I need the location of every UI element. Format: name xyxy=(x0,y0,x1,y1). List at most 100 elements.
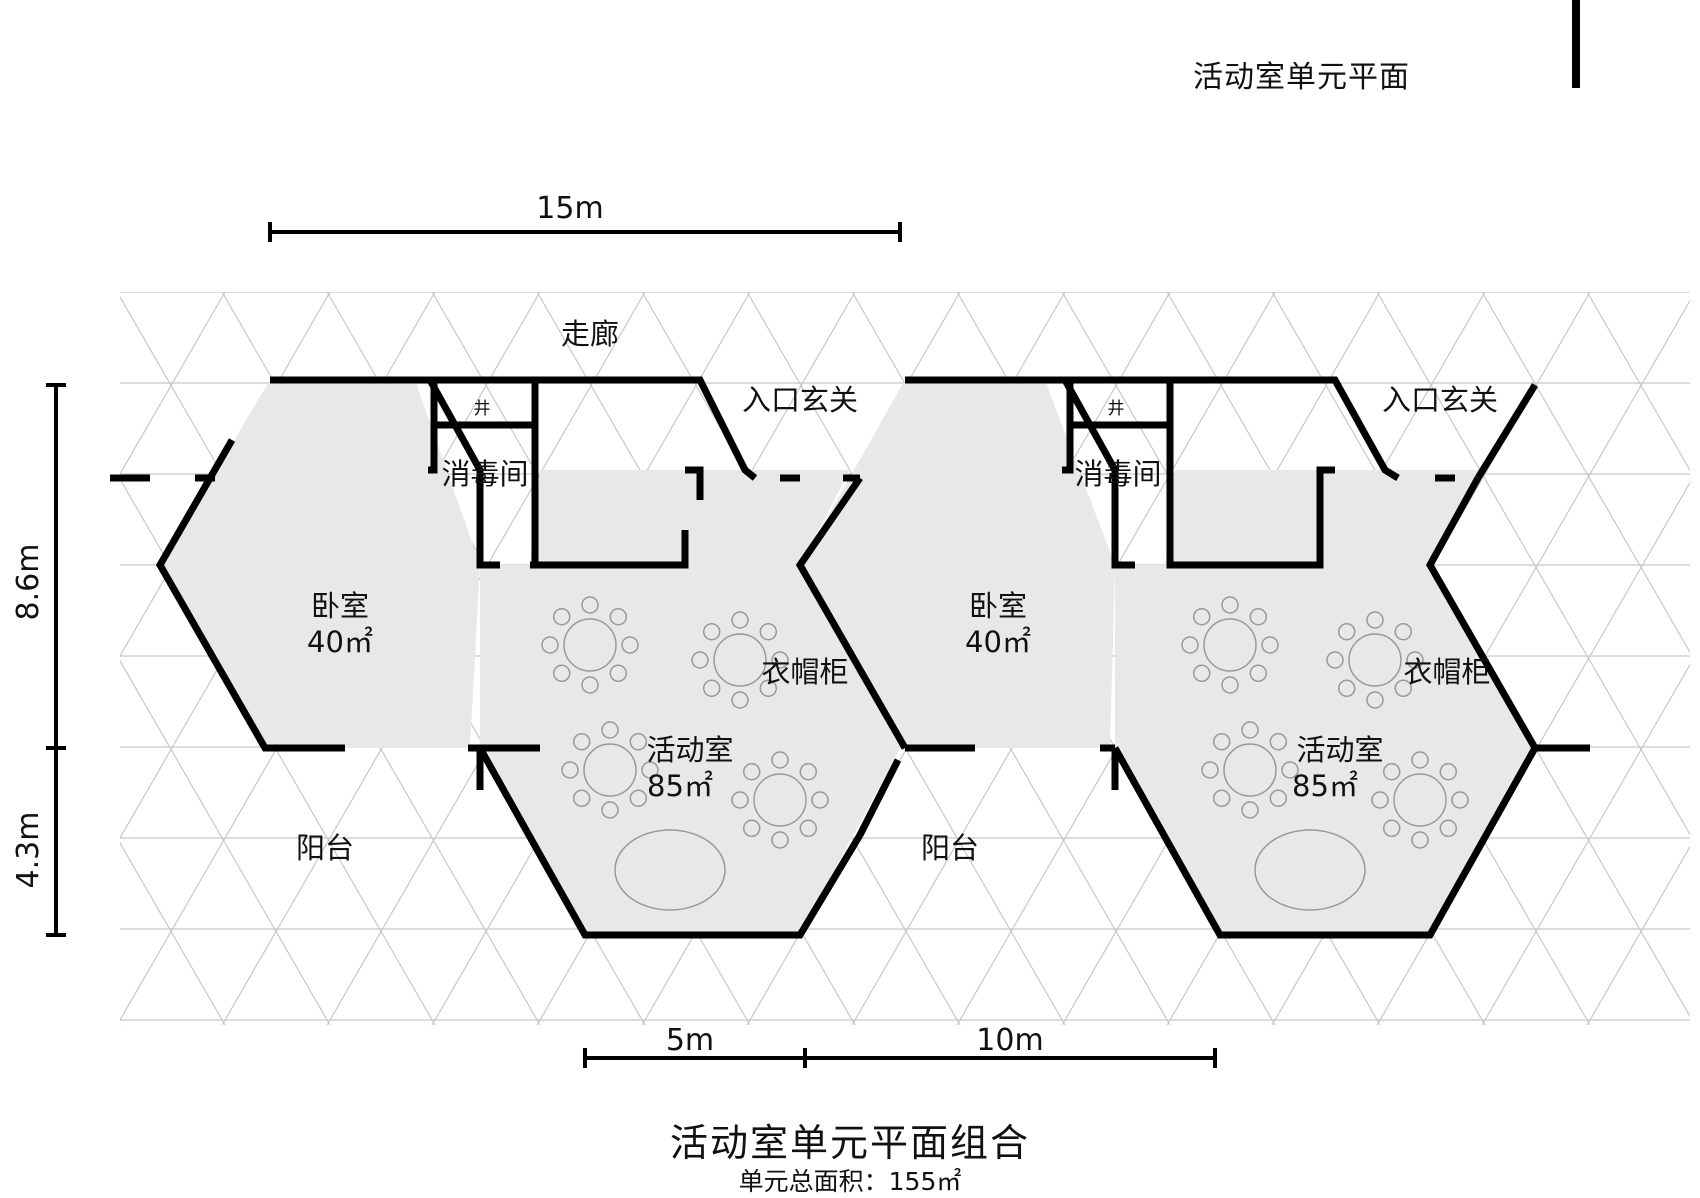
chair xyxy=(1439,819,1458,838)
chair xyxy=(1241,801,1259,819)
dim-top: 15m xyxy=(536,191,603,226)
disinfection-label-2: 消毒间 xyxy=(1074,457,1161,491)
chair xyxy=(601,801,619,819)
furniture xyxy=(541,596,1469,911)
dim-bottom-right: 10m xyxy=(976,1023,1043,1058)
activity-label-2: 活动室 xyxy=(1296,733,1383,767)
chair xyxy=(759,622,778,641)
activity-floor-1 xyxy=(480,470,900,935)
chair xyxy=(552,607,571,626)
chair xyxy=(1394,622,1413,641)
wardrobe-label-2: 衣帽柜 xyxy=(1403,655,1490,689)
chair xyxy=(1366,691,1384,709)
chair xyxy=(1269,732,1288,751)
disinfection-label-1: 消毒间 xyxy=(441,457,528,491)
header-title: 活动室单元平面 xyxy=(1193,60,1410,95)
well-label-2: 井 xyxy=(1108,399,1125,419)
chair xyxy=(771,831,789,849)
round-table xyxy=(583,743,637,797)
bedroom-label-2: 卧室 xyxy=(969,589,1027,623)
oval-table xyxy=(614,829,726,911)
chair xyxy=(1269,789,1288,808)
grid-line xyxy=(120,292,121,294)
well-label-1: 井 xyxy=(474,399,491,419)
chair xyxy=(561,761,579,779)
activity-floor-2 xyxy=(1115,470,1535,935)
chair xyxy=(1181,636,1199,654)
chair xyxy=(609,664,628,683)
chair xyxy=(702,679,721,698)
chair xyxy=(811,791,829,809)
chair xyxy=(799,762,818,781)
grid-line xyxy=(1692,292,1700,1025)
chair xyxy=(1192,607,1211,626)
round-table xyxy=(753,773,807,827)
grid-line xyxy=(1692,292,1700,1025)
dim-left-lower: 4.3m xyxy=(11,812,46,889)
chair xyxy=(1212,789,1231,808)
chair xyxy=(1366,611,1384,629)
chair xyxy=(609,607,628,626)
grid-line xyxy=(1376,292,1690,836)
chair xyxy=(1201,761,1219,779)
dim-bottom-left: 5m xyxy=(666,1023,714,1058)
chair xyxy=(629,789,648,808)
chair xyxy=(1249,607,1268,626)
grid-line xyxy=(1481,292,1690,654)
balcony-label-2: 阳台 xyxy=(921,831,979,865)
bedroom-area-1: 40㎡ xyxy=(307,625,373,659)
grid-line xyxy=(1586,292,1690,472)
grid-line xyxy=(1586,845,1690,1025)
chair xyxy=(1192,664,1211,683)
corridor-label: 走廊 xyxy=(561,317,619,351)
chair xyxy=(1371,791,1389,809)
chair xyxy=(1411,831,1429,849)
grid-line xyxy=(120,292,226,476)
activity-area-2: 85㎡ xyxy=(1292,769,1358,803)
chair xyxy=(771,651,789,669)
chair xyxy=(1439,762,1458,781)
activity-label-1: 活动室 xyxy=(646,733,733,767)
chair xyxy=(629,732,648,751)
round-table xyxy=(1203,618,1257,672)
chair xyxy=(1337,622,1356,641)
oval-table xyxy=(1254,829,1366,911)
chair xyxy=(771,751,789,769)
chair xyxy=(742,762,761,781)
chair xyxy=(731,791,749,809)
chair xyxy=(1212,732,1231,751)
chair xyxy=(1221,676,1239,694)
chair xyxy=(1394,679,1413,698)
chair xyxy=(1382,762,1401,781)
chair xyxy=(1241,721,1259,739)
chair xyxy=(731,611,749,629)
chair xyxy=(1326,651,1344,669)
activity-area-1: 85㎡ xyxy=(647,769,713,803)
chair xyxy=(641,761,659,779)
round-table xyxy=(1348,633,1402,687)
walls-unit-2 xyxy=(905,376,1590,939)
round-table xyxy=(1223,743,1277,797)
chair xyxy=(1337,679,1356,698)
bedroom-label-1: 卧室 xyxy=(311,589,369,623)
floor-fills xyxy=(160,380,1535,935)
chair xyxy=(1281,761,1299,779)
bedroom-area-2: 40㎡ xyxy=(965,625,1031,659)
bedroom-floor-1 xyxy=(160,380,480,748)
chair xyxy=(1261,636,1279,654)
grid-line xyxy=(120,659,331,1025)
caption-subtitle: 单元总面积：155㎡ xyxy=(738,1167,962,1196)
entry-label-1: 入口玄关 xyxy=(742,383,858,417)
grid-line xyxy=(120,1023,121,1025)
chair xyxy=(1249,664,1268,683)
bedroom-floor-2 xyxy=(800,380,1115,748)
chair xyxy=(541,636,559,654)
chair xyxy=(691,651,709,669)
chair xyxy=(759,679,778,698)
grid-line xyxy=(120,841,226,1025)
walls-unit-1 xyxy=(110,376,909,939)
chair xyxy=(581,596,599,614)
grid-line xyxy=(1481,663,1690,1025)
chair xyxy=(799,819,818,838)
